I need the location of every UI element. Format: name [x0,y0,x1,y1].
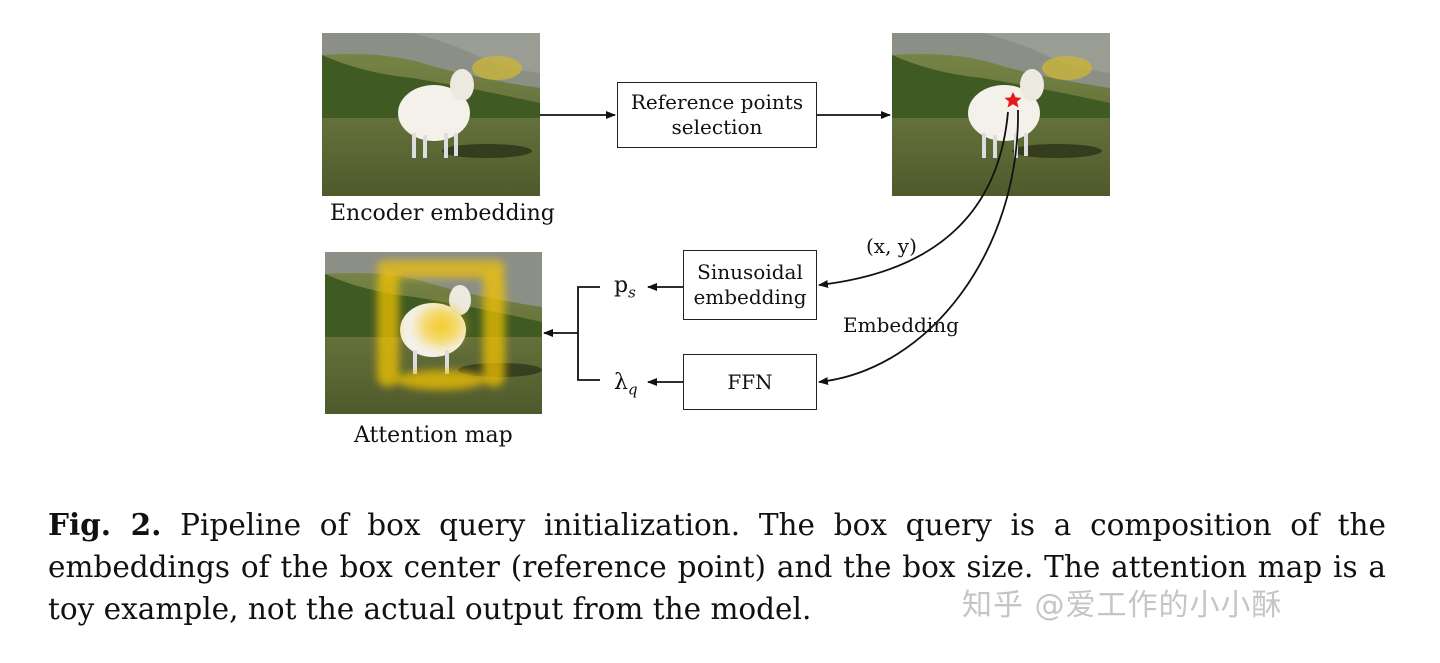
attention-map-photo [325,252,542,414]
ps-sub: s [628,283,636,302]
ps-base: p [614,273,629,298]
ps-symbol: ps [614,273,636,301]
attention-image-caption: Attention map [354,423,513,448]
reference-point-star-icon [1004,92,1022,108]
sinusoidal-embedding-line1: Sinusoidal [697,260,803,284]
lambda-q-symbol: λq [614,370,638,398]
figure-caption-text: Pipeline of box query initialization. Th… [48,508,1386,626]
arrow-reference-to-ffn [818,109,1019,386]
ffn-label: FFN [727,369,773,394]
encoder-image-caption: Encoder embedding [330,201,555,226]
attention-image [325,252,542,414]
sinusoidal-embedding-node: Sinusoidal embedding [683,250,817,320]
embedding-edge-label: Embedding [843,313,959,337]
merge-bracket [577,286,600,381]
reference-points-selection-line1: Reference points [630,90,804,114]
watermark: 知乎 @爱工作的小小酥 [962,588,1283,623]
sinusoidal-embedding-line2: embedding [693,285,807,309]
arrow-reference-to-sinusoidal [818,111,1009,288]
encoder-image [322,33,540,196]
reference-points-selection-line2: selection [671,115,763,139]
figure-caption: Fig. 2. Pipeline of box query initializa… [48,504,1386,630]
figure-caption-lead: Fig. 2. [48,507,162,542]
ffn-node: FFN [683,354,817,410]
reference-image [892,33,1110,196]
sheep-photo-with-reference [892,33,1110,196]
lambda-base: λ [614,370,628,395]
reference-points-selection-node: Reference points selection [617,82,817,148]
lambda-sub: q [627,380,638,399]
sheep-photo [322,33,540,196]
xy-edge-label: (x, y) [866,234,917,258]
